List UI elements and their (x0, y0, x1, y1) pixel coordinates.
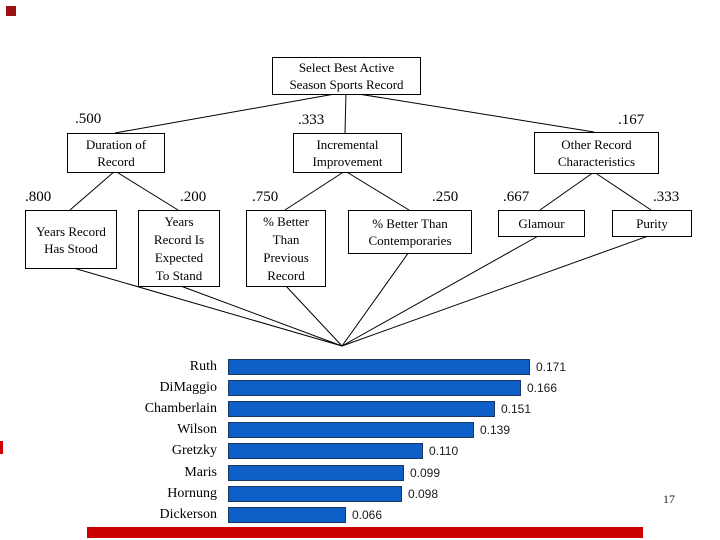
chart-value-label: 0.110 (429, 444, 459, 459)
chart-bar (228, 379, 521, 396)
chart-bar (228, 358, 530, 375)
weight-other: .167 (618, 112, 645, 128)
weight-years-stood: .800 (25, 189, 52, 205)
chart-row: Maris 0.099 (0, 462, 720, 483)
chart-value-label: 0.098 (408, 486, 439, 501)
chart-category-label: DiMaggio (159, 379, 217, 395)
node-other-record-characteristics: Other Record Characteristics (534, 132, 659, 174)
chart-bar (228, 485, 402, 502)
bottom-accent-bar (87, 527, 643, 538)
weight-better-contemporaries: .250 (432, 189, 459, 205)
node-incremental-improvement: Incremental Improvement (293, 133, 402, 173)
weight-duration: .500 (75, 111, 102, 127)
chart-bar (228, 400, 495, 417)
chart-value-label: 0.066 (352, 507, 383, 522)
chart-row: Wilson 0.139 (0, 420, 720, 441)
weight-better-previous: .750 (252, 189, 279, 205)
chart-row: Gretzky 0.110 (0, 441, 720, 462)
left-edge-accent (0, 441, 3, 454)
node-years-record-expected: Years Record Is Expected To Stand (138, 210, 220, 287)
node-glamour: Glamour (498, 210, 585, 237)
chart-category-label: Hornung (167, 485, 217, 501)
chart-value-label: 0.099 (410, 465, 441, 480)
node-duration-of-record: Duration of Record (67, 133, 165, 173)
chart-row: Hornung 0.098 (0, 483, 720, 504)
chart-row: Ruth 0.171 (0, 356, 720, 377)
chart-value-label: 0.139 (480, 423, 511, 438)
node-better-than-previous: % Better Than Previous Record (246, 210, 326, 287)
weight-years-expected: .200 (180, 189, 207, 205)
chart-category-label: Ruth (189, 358, 217, 374)
chart-row: DiMaggio 0.166 (0, 377, 720, 398)
chart-value-label: 0.171 (536, 359, 567, 374)
chart-category-label: Chamberlain (144, 400, 217, 416)
chart-row: Chamberlain 0.151 (0, 398, 720, 419)
corner-accent-square (6, 6, 16, 16)
page-number: 17 (663, 492, 675, 506)
chart-bar (228, 464, 404, 481)
chart-bar (228, 506, 346, 523)
chart-bar (228, 422, 474, 439)
node-better-than-contemporaries: % Better Than Contemporaries (348, 210, 472, 254)
chart-category-label: Gretzky (171, 443, 217, 459)
weight-purity: .333 (653, 189, 680, 205)
node-goal: Select Best Active Season Sports Record (272, 57, 421, 95)
chart-value-label: 0.151 (501, 401, 532, 416)
chart-row: Dickerson 0.066 (0, 504, 720, 525)
node-years-record-has-stood: Years Record Has Stood (25, 210, 117, 269)
chart-value-label: 0.166 (527, 380, 558, 395)
chart-category-label: Maris (184, 464, 217, 480)
chart-category-label: Wilson (177, 422, 217, 438)
node-purity: Purity (612, 210, 692, 237)
weight-incremental: .333 (298, 112, 325, 128)
chart-bar (228, 443, 423, 460)
chart-category-label: Dickerson (159, 506, 217, 522)
weight-glamour: .667 (503, 189, 530, 205)
